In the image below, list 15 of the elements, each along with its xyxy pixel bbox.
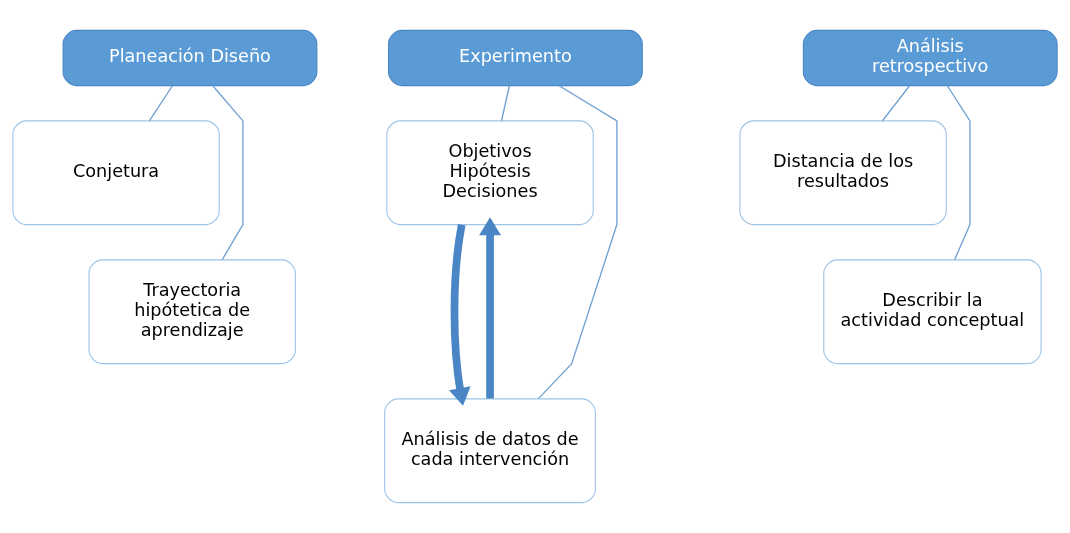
node-box: Distancia de los resultados xyxy=(739,120,947,226)
connector xyxy=(148,85,174,122)
connector xyxy=(881,85,911,122)
connector xyxy=(212,85,244,261)
node-box: Análisis retrospectivo xyxy=(802,29,1058,87)
node-box: Describir la actividad conceptual xyxy=(823,259,1042,365)
node-box: Planeación Diseño xyxy=(62,29,318,87)
node-box: Trayectoria hipótetica de aprendizaje xyxy=(88,259,296,365)
connector xyxy=(946,85,971,261)
node-box: Experimento xyxy=(388,29,643,87)
node-box: Objetivos Hipótesis Decisiones xyxy=(386,120,594,226)
connector xyxy=(500,85,511,122)
connector xyxy=(537,85,618,400)
node-box: Análisis de datos de cada intervención xyxy=(384,398,596,504)
node-box: Conjetura xyxy=(12,120,220,226)
